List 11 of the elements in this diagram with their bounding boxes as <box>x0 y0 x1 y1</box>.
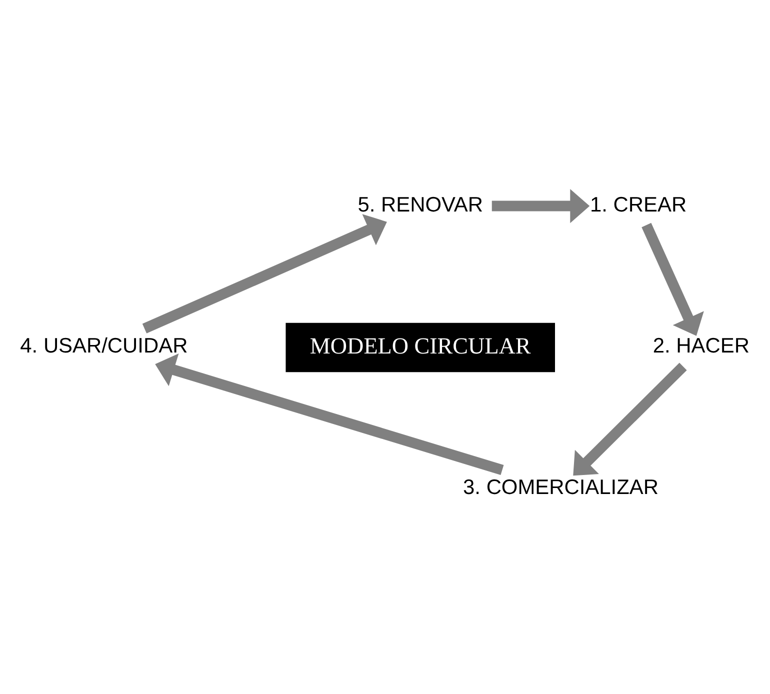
node-text: 2. HACER <box>652 334 750 358</box>
arrow <box>142 214 387 333</box>
node-text: 3. COMERCIALIZAR <box>463 476 658 499</box>
arrow <box>155 353 504 475</box>
node-text: 5. RENOVAR <box>358 192 484 216</box>
node-box: MODELO CIRCULAR <box>286 322 555 372</box>
arrow <box>492 188 590 223</box>
arrow <box>573 362 687 476</box>
node-text: 4. USAR/CUIDAR <box>20 334 188 358</box>
arrow <box>642 222 704 336</box>
node-text: 1. CREAR <box>590 192 687 216</box>
